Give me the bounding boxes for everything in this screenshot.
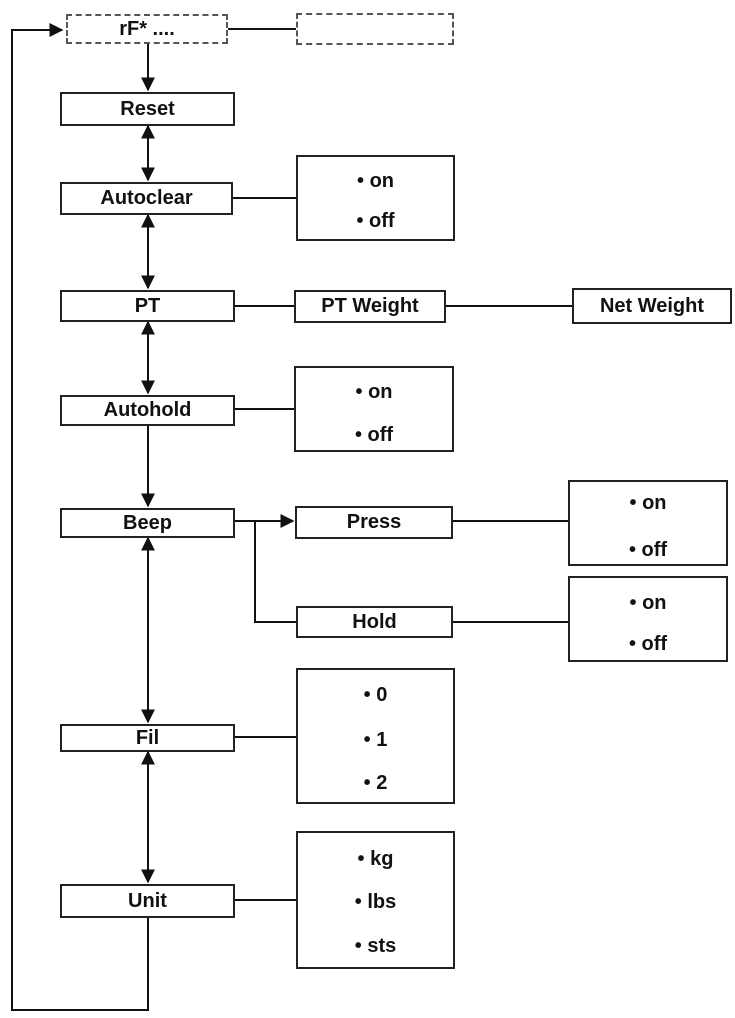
reset-label: Reset xyxy=(120,97,175,120)
autoclear-label: Autoclear xyxy=(100,187,193,209)
fil-node: Fil xyxy=(60,724,235,752)
unit-label: Unit xyxy=(128,889,167,912)
press-label: Press xyxy=(346,511,402,533)
loop-return-line xyxy=(11,23,149,1011)
hold-label: Hold xyxy=(352,610,397,633)
option-item: lbs xyxy=(298,891,453,914)
unit-options: kg lbs sts xyxy=(296,831,455,969)
option-item: on xyxy=(298,170,453,193)
pt-label: PT xyxy=(134,294,161,317)
option-item: 2 xyxy=(298,772,453,795)
hold-options: on off xyxy=(568,576,728,662)
beep-hold-link xyxy=(254,521,296,623)
autohold-label: Autohold xyxy=(103,399,192,421)
beep-node: Beep xyxy=(60,508,235,538)
autoclear-node: Autoclear xyxy=(60,182,233,215)
reset-node: Reset xyxy=(60,92,235,126)
option-item: off xyxy=(296,424,452,447)
option-item: on xyxy=(296,381,452,404)
option-item: 0 xyxy=(298,684,453,707)
autoclear-options: on off xyxy=(296,155,455,241)
option-item: 1 xyxy=(298,729,453,752)
option-item: off xyxy=(298,210,453,233)
beep-label: Beep xyxy=(123,511,172,534)
hold-node: Hold xyxy=(296,606,453,638)
net-weight-label: Net Weight xyxy=(599,294,705,317)
start-node: rF* .... xyxy=(66,14,228,44)
net-weight-node: Net Weight xyxy=(572,288,732,324)
option-item: on xyxy=(570,492,726,515)
fil-label: Fil xyxy=(135,726,160,749)
option-item: kg xyxy=(298,848,453,871)
press-node: Press xyxy=(295,506,453,539)
fil-options: 0 1 2 xyxy=(296,668,455,804)
pt-node: PT xyxy=(60,290,235,322)
blank-node xyxy=(296,13,454,45)
option-item: off xyxy=(570,539,726,562)
pt-weight-label: PT Weight xyxy=(321,295,419,317)
pt-weight-node: PT Weight xyxy=(294,290,446,323)
option-item: on xyxy=(570,592,726,615)
autohold-options: on off xyxy=(294,366,454,452)
unit-node: Unit xyxy=(60,884,235,918)
press-options: on off xyxy=(568,480,728,566)
start-label: rF* .... xyxy=(119,17,175,40)
option-item: sts xyxy=(298,935,453,958)
autohold-node: Autohold xyxy=(60,395,235,426)
option-item: off xyxy=(570,633,726,656)
